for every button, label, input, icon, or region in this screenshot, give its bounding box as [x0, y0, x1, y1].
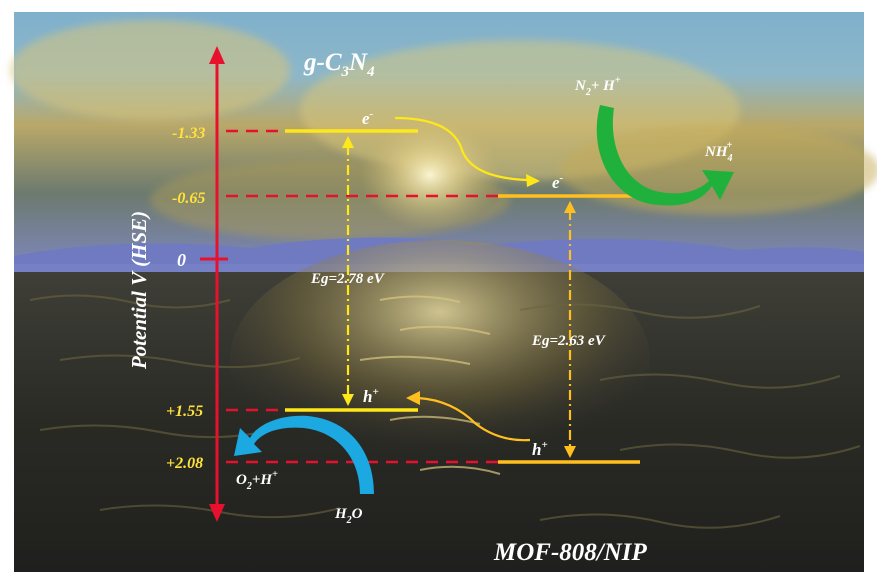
- reactant-h2o: H2O: [334, 506, 363, 526]
- band-gap-arrows: [346, 145, 572, 450]
- tick-label-plus-2-08: +2.08: [166, 455, 203, 472]
- electron-label-cb-left: e-: [362, 108, 374, 128]
- potential-axis: [200, 46, 228, 522]
- hole-label-vb-left: h+: [363, 386, 379, 406]
- tick-label-zero: 0: [177, 250, 186, 270]
- title-g-c3n4: g-C3N4: [303, 49, 375, 80]
- hole-transfer-arrow: [406, 391, 531, 442]
- band-gap-label-left: Eg=2.78 eV: [310, 271, 386, 287]
- electron-transfer-arrow: [394, 116, 540, 187]
- band-edges: [285, 129, 640, 464]
- band-gap-label-right: Eg=2.63 eV: [531, 333, 607, 349]
- axis-label: Potential V (HSE): [127, 211, 151, 370]
- tick-label-minus-1-33: -1.33: [172, 125, 205, 142]
- reactant-n2-h-plus: N2+ H+: [574, 75, 621, 98]
- product-nh4-plus: NH4+: [704, 140, 733, 164]
- electron-label-cb-right: e-: [552, 172, 564, 192]
- material-label-mof-808-nip: MOF-808/NIP: [493, 539, 648, 566]
- level-guide-lines: [226, 129, 500, 464]
- water-oxidation-arrow: [234, 415, 374, 494]
- hole-label-vb-right: h+: [532, 439, 548, 459]
- nitrogen-reduction-arrow: [596, 105, 734, 206]
- product-o2-h-plus: O2+H+: [236, 469, 278, 492]
- tick-label-minus-0-65: -0.65: [172, 190, 205, 207]
- background-painting: [8, 6, 877, 572]
- tick-label-plus-1-55: +1.55: [166, 403, 203, 420]
- band-gap-arrowheads: [342, 136, 576, 458]
